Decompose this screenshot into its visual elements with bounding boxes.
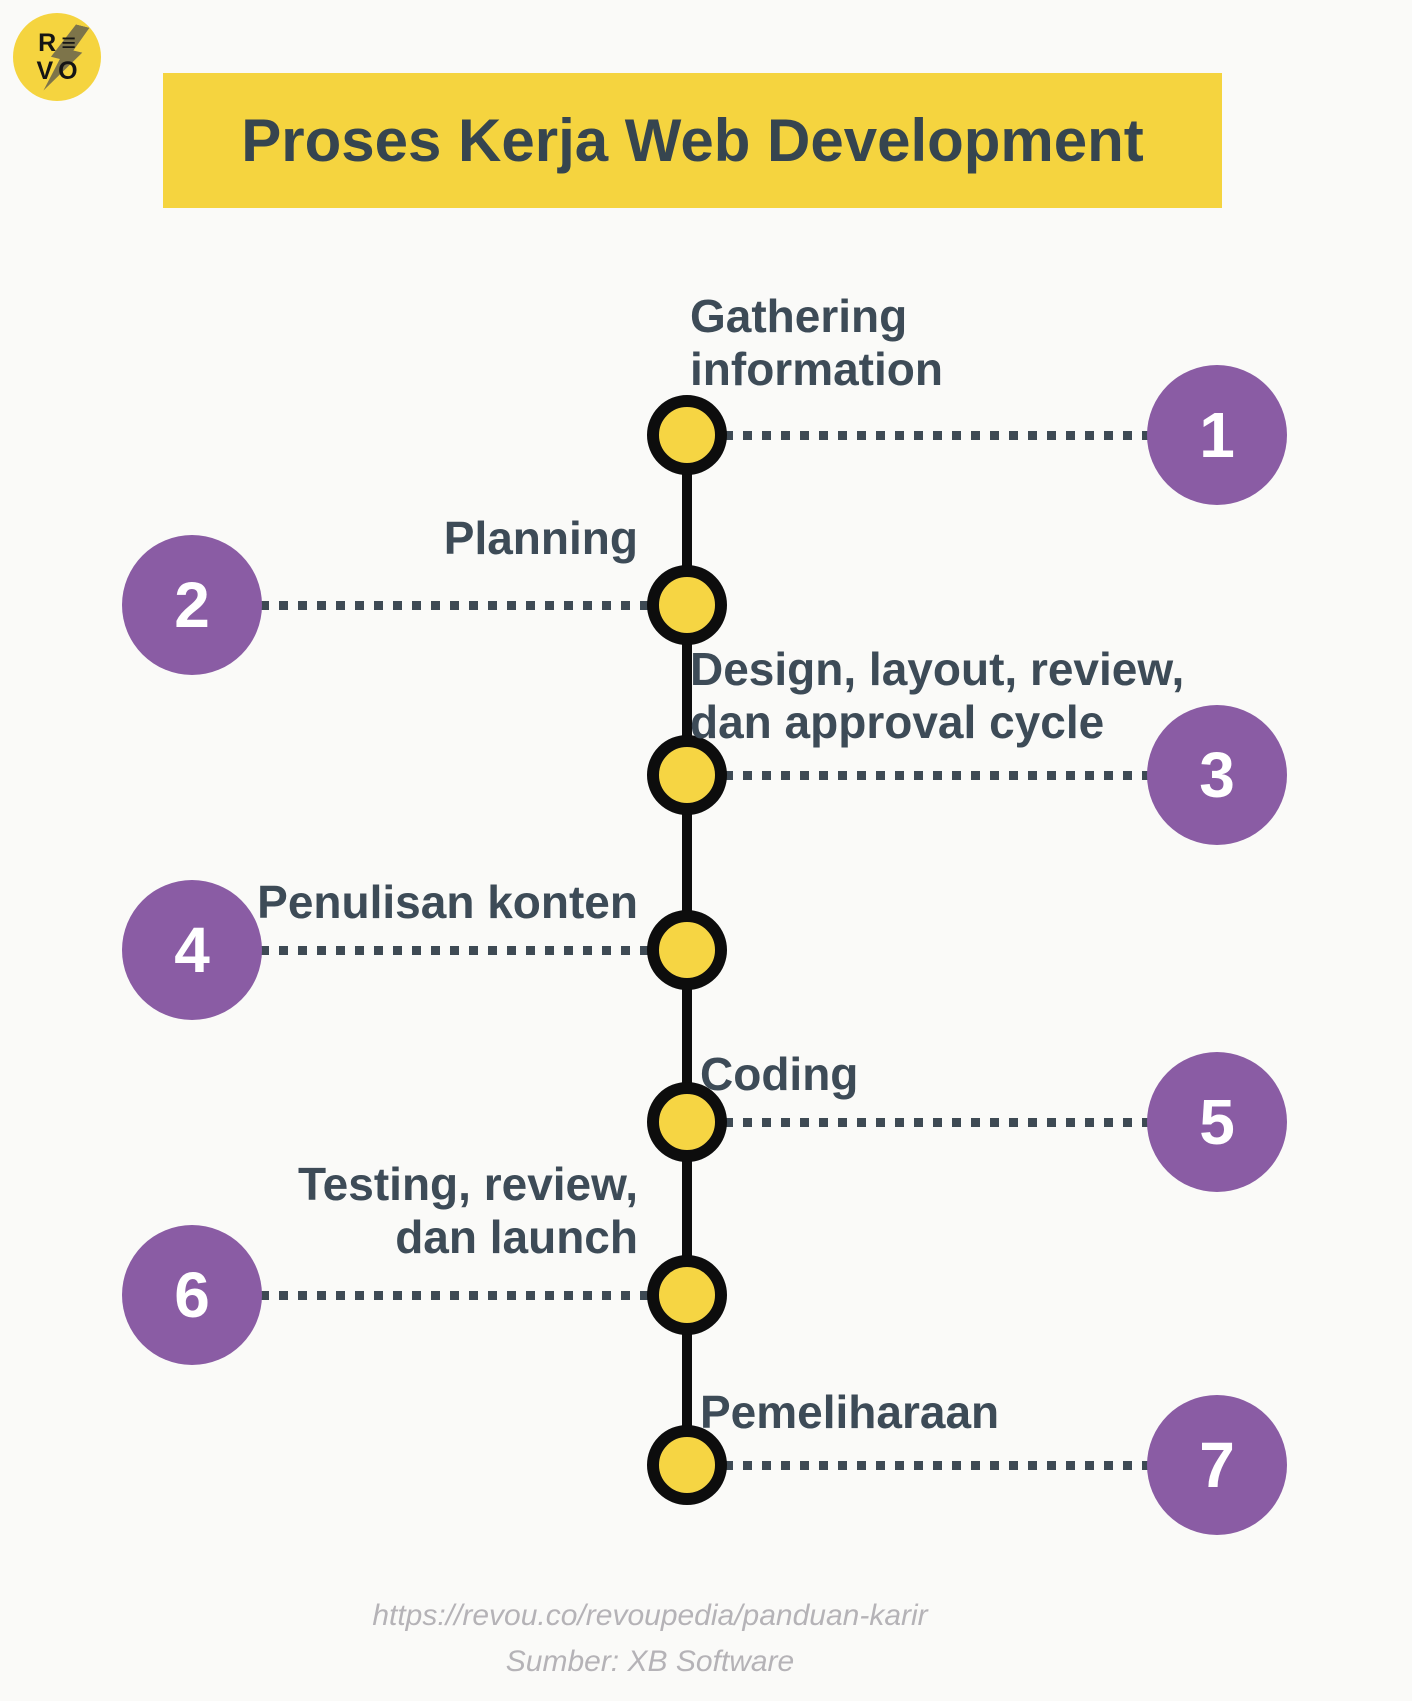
connector-step-2	[260, 601, 650, 610]
timeline-node-1	[647, 395, 727, 475]
title-banner: Proses Kerja Web Development	[163, 73, 1222, 208]
timeline-node-2	[647, 565, 727, 645]
timeline-node-3	[647, 735, 727, 815]
step-number-badge-4: 4	[122, 880, 262, 1020]
footer-url: https://revou.co/revoupedia/panduan-kari…	[372, 1599, 928, 1632]
logo-line-2: VO	[36, 57, 83, 85]
connector-step-7	[724, 1461, 1148, 1470]
connector-step-3	[724, 771, 1148, 780]
step-label-planning: Planning	[443, 512, 638, 564]
revou-logo: R≡ VO	[13, 13, 101, 101]
step-number-badge-5: 5	[1147, 1052, 1287, 1192]
connector-step-1	[724, 431, 1148, 440]
step-label-penulisan-konten: Penulisan konten	[257, 876, 638, 928]
step-number-badge-6: 6	[122, 1225, 262, 1365]
step-number-badge-7: 7	[1147, 1395, 1287, 1535]
step-label-coding: Coding	[700, 1048, 859, 1100]
connector-step-4	[260, 946, 650, 955]
footer: https://revou.co/revoupedia/panduan-kari…	[0, 1593, 1300, 1684]
step-number-badge-1: 1	[1147, 365, 1287, 505]
step-number-badge-2: 2	[122, 535, 262, 675]
timeline-node-4	[647, 910, 727, 990]
timeline-node-6	[647, 1255, 727, 1335]
step-label-pemeliharaan: Pemeliharaan	[700, 1386, 1000, 1438]
step-label-testing-review-launch: Testing, review, dan launch	[298, 1158, 638, 1263]
footer-source: Sumber: XB Software	[505, 1644, 795, 1678]
logo-text: R≡ VO	[13, 13, 101, 101]
step-label-design-layout-review: Design, layout, review, dan approval cyc…	[690, 643, 1185, 748]
page-title: Proses Kerja Web Development	[241, 107, 1144, 174]
connector-step-5	[724, 1118, 1148, 1127]
step-number-badge-3: 3	[1147, 705, 1287, 845]
connector-step-6	[260, 1291, 650, 1300]
logo-line-1: R≡	[38, 29, 81, 57]
step-label-gathering-information: Gathering information	[690, 290, 943, 395]
